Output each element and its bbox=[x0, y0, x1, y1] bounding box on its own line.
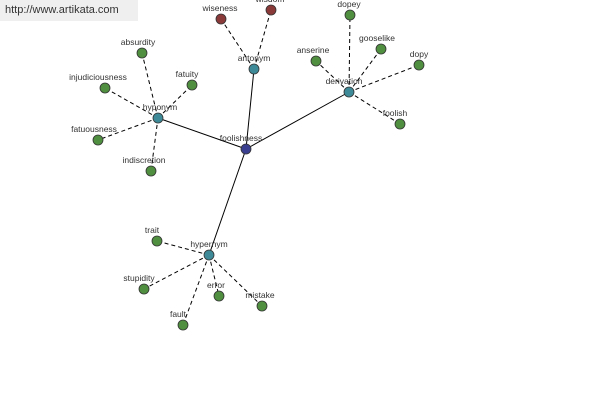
label-hypernym[interactable]: hypernym bbox=[190, 239, 227, 249]
edge-hypernym-error bbox=[208, 254, 220, 297]
node-foolishness[interactable] bbox=[240, 143, 252, 155]
label-wiseness[interactable]: wiseness bbox=[202, 3, 238, 13]
node-hypernym[interactable] bbox=[203, 249, 215, 261]
node-fault[interactable] bbox=[177, 319, 189, 331]
node-foolish[interactable] bbox=[394, 118, 406, 130]
node-dopey[interactable] bbox=[344, 9, 356, 21]
node-hyponym[interactable] bbox=[152, 112, 164, 124]
edge-derivation-gooselike bbox=[348, 48, 382, 93]
label-antonym[interactable]: antonym bbox=[238, 53, 271, 63]
node-gooselike[interactable] bbox=[375, 43, 387, 55]
label-error[interactable]: error bbox=[207, 280, 225, 290]
edge-foolishness-derivation bbox=[245, 91, 350, 150]
label-injudiciousness[interactable]: injudiciousness bbox=[69, 72, 127, 82]
edge-foolishness-antonym bbox=[245, 68, 255, 150]
edge-hyponym-fatuity bbox=[157, 84, 193, 119]
label-anserine[interactable]: anserine bbox=[297, 45, 330, 55]
node-error[interactable] bbox=[213, 290, 225, 302]
node-absurdity[interactable] bbox=[136, 47, 148, 59]
node-fatuousness[interactable] bbox=[92, 134, 104, 146]
node-wisdom[interactable] bbox=[265, 4, 277, 16]
graph-nodes bbox=[92, 4, 425, 331]
edge-hypernym-mistake bbox=[208, 254, 263, 307]
edge-antonym-wisdom bbox=[253, 9, 272, 70]
node-derivation[interactable] bbox=[343, 86, 355, 98]
edge-hypernym-trait bbox=[156, 240, 210, 256]
node-indiscretion[interactable] bbox=[145, 165, 157, 177]
label-dopy[interactable]: dopy bbox=[410, 49, 429, 59]
node-antonym[interactable] bbox=[248, 63, 260, 75]
label-wisdom[interactable]: wisdom bbox=[255, 0, 285, 4]
label-hyponym[interactable]: hyponym bbox=[143, 102, 178, 112]
node-wiseness[interactable] bbox=[215, 13, 227, 25]
edge-hyponym-injudiciousness bbox=[104, 87, 159, 119]
label-stupidity[interactable]: stupidity bbox=[123, 273, 155, 283]
node-dopy[interactable] bbox=[413, 59, 425, 71]
label-foolishness[interactable]: foolishness bbox=[220, 133, 263, 143]
edge-derivation-foolish bbox=[348, 91, 401, 125]
edge-hyponym-indiscretion bbox=[150, 117, 159, 172]
node-stupidity[interactable] bbox=[138, 283, 150, 295]
label-indiscretion[interactable]: indiscretion bbox=[123, 155, 166, 165]
label-absurdity[interactable]: absurdity bbox=[121, 37, 156, 47]
label-derivation[interactable]: derivation bbox=[326, 76, 363, 86]
graph-edges bbox=[97, 9, 420, 326]
label-dopey[interactable]: dopey bbox=[337, 0, 361, 9]
label-gooselike[interactable]: gooselike bbox=[359, 33, 395, 43]
edge-hypernym-fault bbox=[182, 254, 210, 326]
node-fatuity[interactable] bbox=[186, 79, 198, 91]
graph-labels: wiseness wisdom antonym dopey gooselike anser… bbox=[69, 0, 429, 319]
edge-derivation-dopy bbox=[348, 64, 420, 93]
edge-derivation-anserine bbox=[315, 60, 350, 93]
edge-foolishness-hyponym bbox=[157, 117, 247, 150]
node-anserine[interactable] bbox=[310, 55, 322, 67]
label-trait[interactable]: trait bbox=[145, 225, 160, 235]
edge-foolishness-hypernym bbox=[208, 148, 247, 256]
label-fatuity[interactable]: fatuity bbox=[176, 69, 199, 79]
label-fault[interactable]: fault bbox=[170, 309, 187, 319]
label-fatuousness[interactable]: fatuousness bbox=[71, 124, 117, 134]
node-trait[interactable] bbox=[151, 235, 163, 247]
edge-hyponym-fatuousness bbox=[97, 117, 159, 141]
node-mistake[interactable] bbox=[256, 300, 268, 312]
edge-antonym-wiseness bbox=[220, 18, 255, 70]
site-url-banner[interactable]: http://www.artikata.com bbox=[0, 0, 138, 21]
edge-hypernym-stupidity bbox=[143, 254, 210, 290]
edge-derivation-dopey bbox=[348, 14, 351, 93]
label-mistake[interactable]: mistake bbox=[245, 290, 275, 300]
label-foolish[interactable]: foolish bbox=[383, 108, 408, 118]
node-injudiciousness[interactable] bbox=[99, 82, 111, 94]
